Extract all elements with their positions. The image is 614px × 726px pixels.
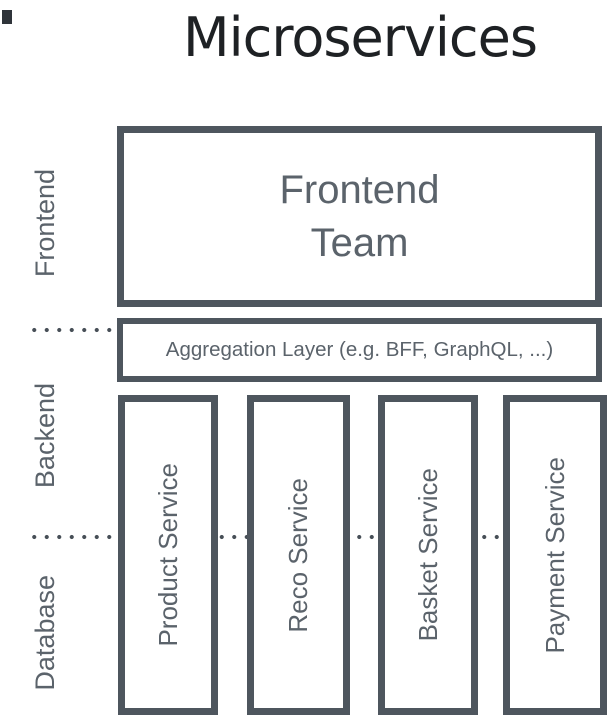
service-box-basket: Basket Service <box>378 395 478 715</box>
service-box-product: Product Service <box>118 395 218 715</box>
service-box-reco: Reco Service <box>247 395 350 715</box>
aggregation-layer-label: Aggregation Layer (e.g. BFF, GraphQL, ..… <box>165 338 554 361</box>
service-label-payment: Payment Service <box>539 456 570 654</box>
layer-label-frontend: Frontend <box>18 150 72 296</box>
frontend-team-line-1: Frontend <box>279 167 440 212</box>
layer-label-frontend-text: Frontend <box>29 168 60 278</box>
frontend-team-box: Frontend Team <box>117 126 602 307</box>
aggregation-layer-box: Aggregation Layer (e.g. BFF, GraphQL, ..… <box>117 318 602 382</box>
diagram-title: Microservices <box>183 6 538 69</box>
layer-label-database-text: Database <box>29 575 60 691</box>
layer-label-backend-text: Backend <box>29 383 60 489</box>
service-label-product: Product Service <box>152 463 183 647</box>
service-label-reco: Reco Service <box>283 477 313 633</box>
service-label-basket: Basket Service <box>412 468 443 642</box>
corner-mark <box>2 10 12 24</box>
layer-label-backend: Backend <box>18 366 72 506</box>
layer-label-database: Database <box>18 563 72 703</box>
service-box-payment: Payment Service <box>503 395 607 715</box>
frontend-team-line-2: Team <box>310 220 409 265</box>
